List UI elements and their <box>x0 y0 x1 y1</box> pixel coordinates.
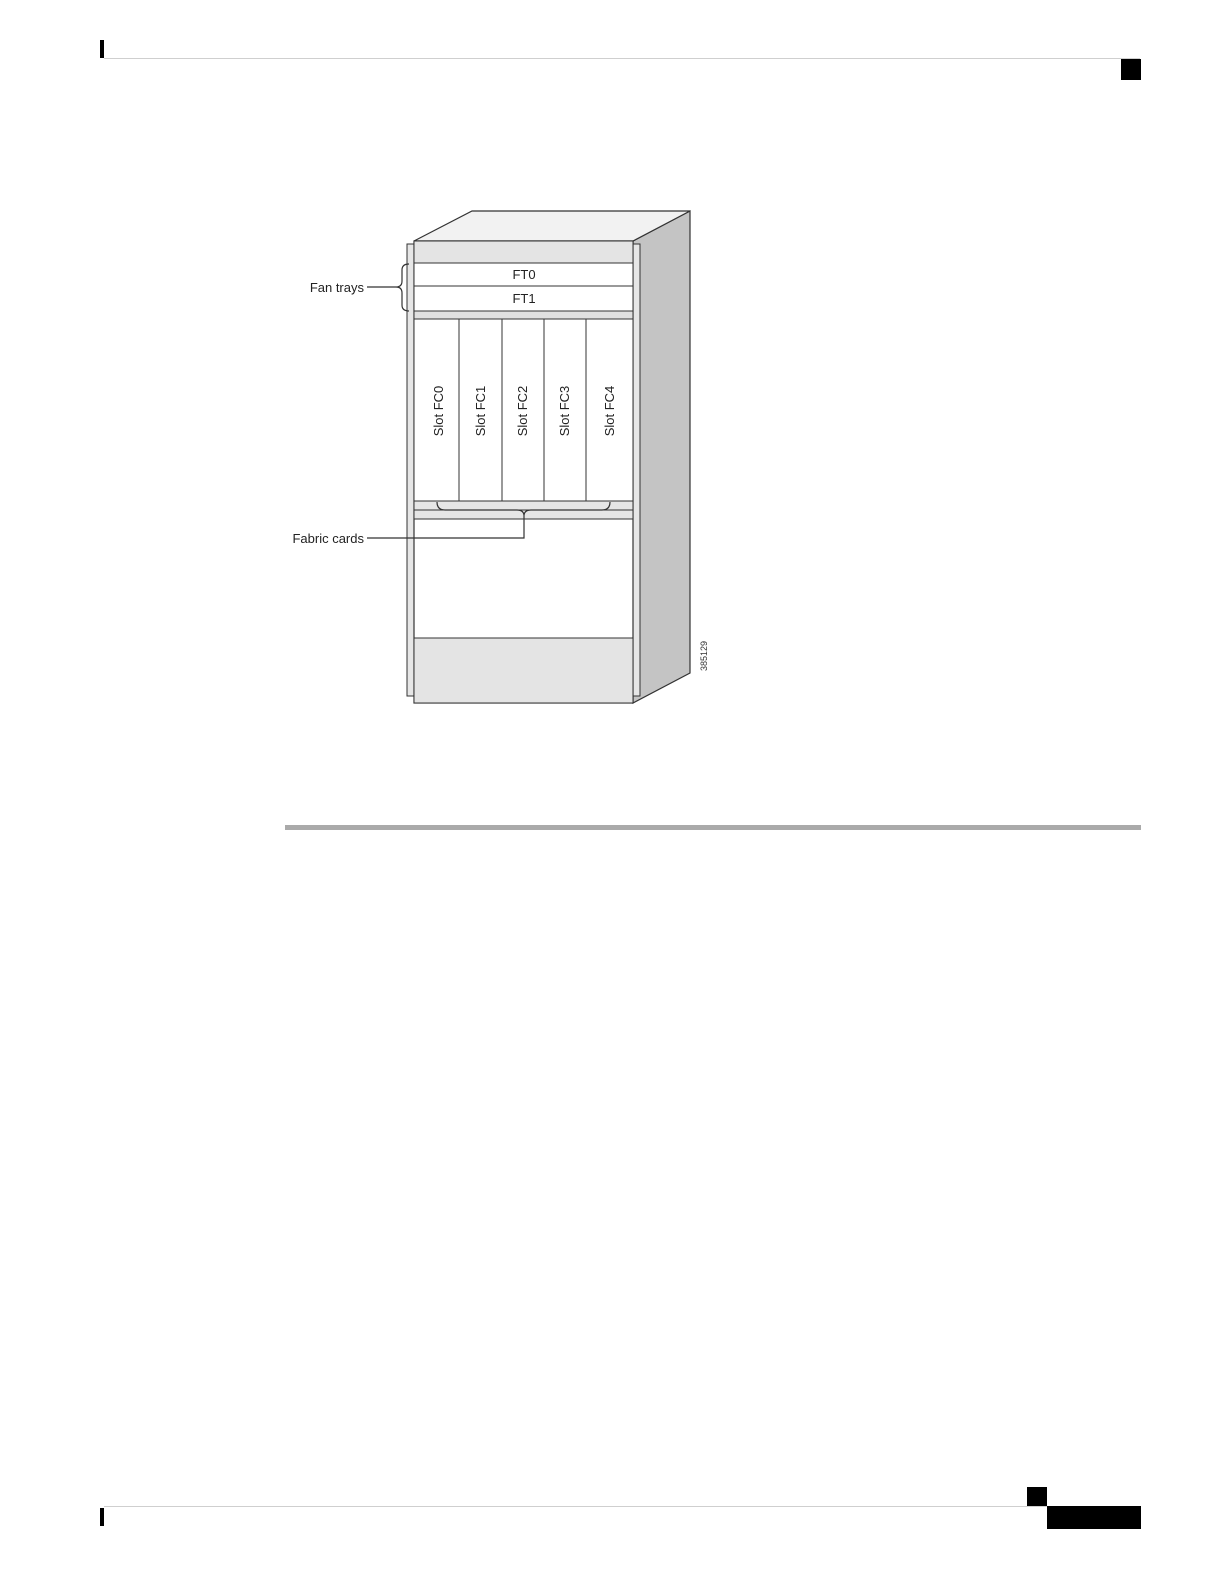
fabric-cards-label: Fabric cards <box>292 531 364 546</box>
footer-left-tick <box>100 1508 104 1526</box>
header-rule <box>104 58 1140 59</box>
slot-fc2-label: Slot FC2 <box>515 386 530 437</box>
fan-divider-band <box>414 311 633 319</box>
slot-fc4-label: Slot FC4 <box>602 386 617 437</box>
chassis-left-rail <box>407 244 414 696</box>
chassis-side-panel <box>633 211 690 703</box>
chassis-figure: FT0 FT1 Slot FC0 Slot FC1 Slot FC2 Slot … <box>270 200 730 720</box>
footer-marker <box>1027 1487 1047 1506</box>
fan-tray-ft0-label: FT0 <box>512 267 535 282</box>
header-right-marker <box>1121 59 1141 80</box>
fan-tray-ft1-label: FT1 <box>512 291 535 306</box>
footer-page-tab <box>1047 1506 1141 1529</box>
slot-fc3-label: Slot FC3 <box>557 386 572 437</box>
slot-fc0-label: Slot FC0 <box>431 386 446 437</box>
chassis-bottom-block <box>414 638 633 703</box>
chassis-top-band <box>414 241 633 263</box>
chassis-right-rail <box>633 244 640 696</box>
slot-bottom-band-upper <box>414 501 633 510</box>
section-rule <box>285 825 1141 830</box>
footer-rule <box>104 1506 1140 1507</box>
header-left-tick <box>100 40 104 58</box>
fan-trays-label: Fan trays <box>310 280 365 295</box>
figure-id: 385129 <box>699 641 709 671</box>
slot-fc1-label: Slot FC1 <box>473 386 488 437</box>
